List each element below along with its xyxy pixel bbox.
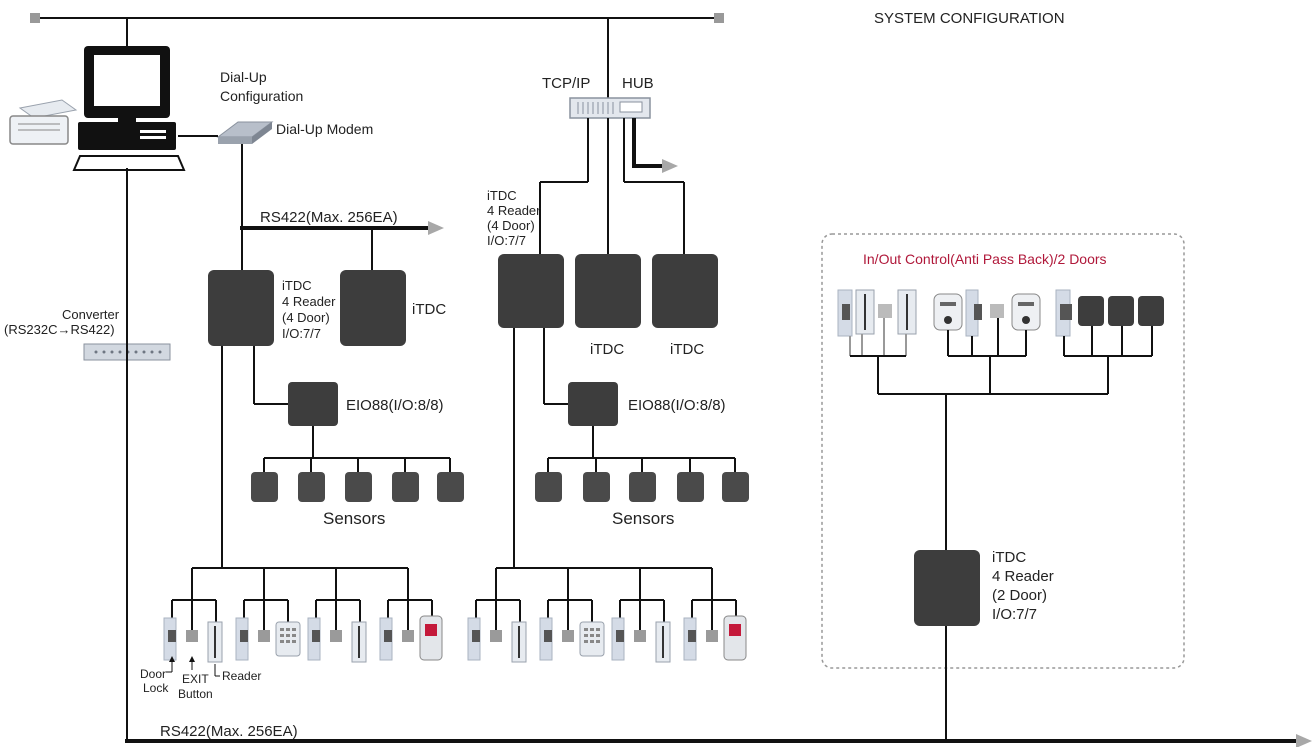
itdc-reader-label-left: 4 Reader: [282, 294, 336, 309]
sensors-label-left: Sensors: [323, 509, 385, 528]
top-rs422-bus: [240, 221, 444, 272]
pc-workstation-icon: [72, 46, 186, 171]
itdc-controller-hub-2: [575, 254, 641, 328]
top-backbone: [30, 13, 724, 98]
door-lock-label: Door: [140, 667, 166, 681]
anti-pass-back-zone: [821, 233, 1185, 669]
eio88-label-left: EIO88(I/O:8/8): [346, 397, 444, 414]
itdc-controller-left: [208, 270, 274, 346]
itdc-controller-hub-3: [652, 254, 718, 328]
itdc-label-mid: iTDC: [487, 188, 517, 203]
diagram-title: SYSTEM CONFIGURATION: [874, 10, 1065, 27]
door-groups-mid: [467, 567, 747, 663]
converter-label-2: (RS232C→RS422): [4, 322, 115, 337]
eio88-module-mid: [568, 382, 618, 426]
sensor-10: [722, 472, 749, 502]
dialup-config-label: Dial-Up: [220, 69, 267, 85]
sensor-7: [583, 472, 610, 502]
itdc-controller-second: [340, 270, 406, 346]
anti-pass-back-devices: [837, 289, 1164, 552]
itdc-label-hub-3: iTDC: [670, 341, 704, 358]
exit-button-label-2: Button: [178, 687, 213, 701]
dialup-modem-label: Dial-Up Modem: [276, 121, 373, 137]
hub-icon: [569, 97, 651, 119]
itdc-reader-label-mid: 4 Reader: [487, 203, 541, 218]
door-groups-left: [163, 567, 443, 663]
sensor-6: [535, 472, 562, 502]
hub-label: HUB: [622, 75, 654, 92]
eio88-module-left: [288, 382, 338, 426]
itdc-label-second: iTDC: [412, 301, 446, 318]
itdc-reader-label-apb: 4 Reader: [992, 568, 1054, 585]
sensor-5: [437, 472, 464, 502]
dialup-config-label-2: Configuration: [220, 88, 303, 104]
bottom-rs422-bus: [125, 734, 1312, 747]
printer-icon: [9, 99, 78, 145]
itdc-io-label-mid: I/O:7/7: [487, 233, 526, 248]
rs422-bottom-label: RS422(Max. 256EA): [160, 723, 298, 740]
component-legend: [166, 656, 220, 677]
sensors-left: [251, 426, 464, 502]
itdc-door-label-mid: (4 Door): [487, 218, 535, 233]
sensors-mid: [535, 426, 749, 502]
tcpip-label: TCP/IP: [542, 75, 590, 92]
sensor-4: [392, 472, 419, 502]
rs422-top-label: RS422(Max. 256EA): [260, 209, 398, 226]
itdc-label-apb: iTDC: [992, 549, 1026, 566]
sensor-8: [629, 472, 656, 502]
itdc-door-label-apb: (2 Door): [992, 587, 1047, 604]
itdc-io-label-left: I/O:7/7: [282, 326, 321, 341]
itdc-controller-apb: [914, 550, 980, 626]
anti-pass-back-label: In/Out Control(Anti Pass Back)/2 Doors: [863, 251, 1107, 267]
sensor-1: [251, 472, 278, 502]
reader-label: Reader: [222, 669, 261, 683]
converter-label: Converter: [62, 307, 120, 322]
door-lock-label-2: Lock: [143, 681, 169, 695]
sensors-label-mid: Sensors: [612, 509, 674, 528]
itdc-label-left: iTDC: [282, 278, 312, 293]
itdc-door-label-left: (4 Door): [282, 310, 330, 325]
sensor-3: [345, 472, 372, 502]
dial-up-modem-icon: [216, 121, 274, 144]
exit-button-label: EXIT: [182, 672, 209, 686]
sensor-2: [298, 472, 325, 502]
itdc-io-label-apb: I/O:7/7: [992, 606, 1037, 623]
itdc-label-hub-2: iTDC: [590, 341, 624, 358]
eio88-label-mid: EIO88(I/O:8/8): [628, 397, 726, 414]
sensor-9: [677, 472, 704, 502]
itdc-controller-mid: [498, 254, 564, 328]
hub-links: [539, 118, 685, 254]
